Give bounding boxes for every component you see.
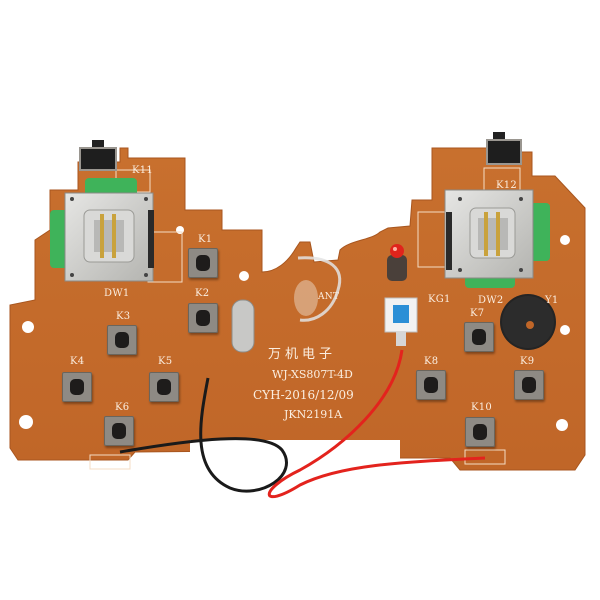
- label-dw1: DW1: [104, 288, 130, 299]
- label-k6: K6: [115, 402, 130, 413]
- label-k7: K7: [470, 308, 485, 319]
- shoulder-button-k12: [486, 132, 522, 165]
- power-switch-kg1: [384, 297, 418, 346]
- button-k2[interactable]: [188, 303, 218, 333]
- label-dw2: DW2: [478, 295, 504, 306]
- part-number-text: JKN2191A: [284, 408, 343, 421]
- button-k10[interactable]: [465, 417, 495, 447]
- joystick-dw1: [50, 178, 154, 282]
- label-k10: K10: [471, 402, 493, 413]
- label-k12: K12: [496, 180, 518, 191]
- label-y1: Y1: [545, 295, 559, 306]
- label-k8: K8: [424, 356, 439, 367]
- joystick-dw2: [444, 189, 550, 288]
- buzzer-y1: [500, 294, 556, 350]
- label-k11: K11: [132, 165, 154, 176]
- black-wire: [119, 377, 288, 493]
- label-ant: ANT: [318, 292, 340, 302]
- label-k2: K2: [195, 288, 210, 299]
- label-k1: K1: [198, 234, 213, 245]
- shoulder-button-k11: [79, 140, 117, 171]
- label-k9: K9: [520, 356, 535, 367]
- date-code-text: CYH-2016/12/09: [253, 388, 354, 402]
- label-k5: K5: [158, 356, 173, 367]
- crystal-oscillator: [231, 299, 255, 353]
- label-k4: K4: [70, 356, 85, 367]
- button-k5[interactable]: [149, 372, 179, 402]
- button-k6[interactable]: [104, 416, 134, 446]
- model-text: WJ-XS807T-4D: [272, 368, 353, 381]
- button-k3[interactable]: [107, 325, 137, 355]
- button-k8[interactable]: [416, 370, 446, 400]
- label-k3: K3: [116, 311, 131, 322]
- antenna-wire: [297, 256, 342, 322]
- brand-chinese-text: 万机电子: [268, 347, 337, 362]
- button-k9[interactable]: [514, 370, 544, 400]
- red-wire: [267, 349, 486, 499]
- button-k7[interactable]: [464, 322, 494, 352]
- button-k1[interactable]: [188, 248, 218, 278]
- button-k4[interactable]: [62, 372, 92, 402]
- label-kg1: KG1: [428, 294, 451, 305]
- led-indicator: [387, 244, 407, 281]
